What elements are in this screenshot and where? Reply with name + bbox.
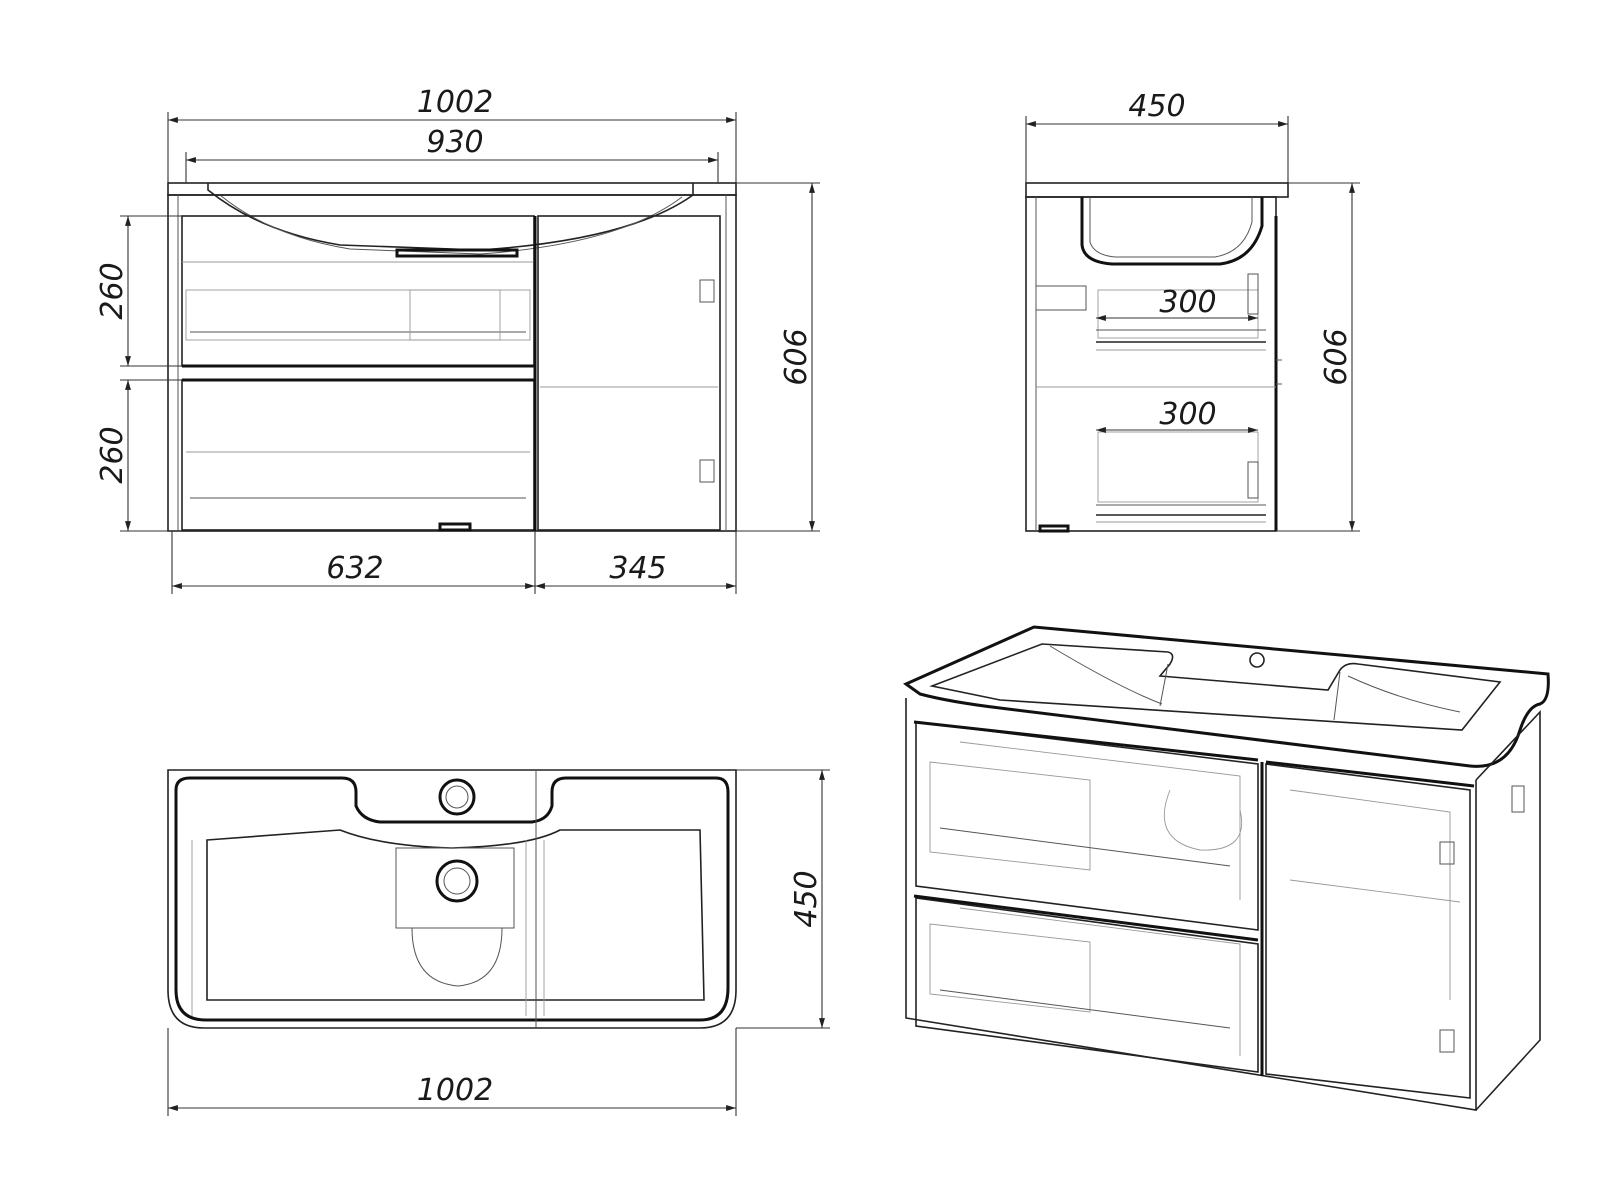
dim-upper-drawer-height: 260 [95, 262, 130, 319]
dim-drawer-section-width: 632 [326, 551, 383, 586]
dim-side-total-height: 606 [1319, 328, 1354, 385]
isometric-view [902, 625, 1550, 1111]
dim-total-height: 606 [779, 328, 814, 385]
side-view: 450 300 300 606 [1025, 89, 1360, 533]
dim-top-depth: 450 [789, 870, 824, 927]
dim-lower-drawer-height: 260 [95, 426, 130, 483]
dim-depth: 450 [1128, 89, 1185, 124]
dim-inner-width: 930 [426, 125, 483, 160]
dim-door-section-width: 345 [609, 551, 666, 586]
dim-top-overall-width: 1002 [417, 1073, 493, 1108]
dim-upper-drawer-depth: 300 [1159, 285, 1216, 320]
dim-overall-width: 1002 [417, 85, 493, 120]
front-view: 1002 930 260 260 606 632 345 [95, 85, 820, 594]
top-view: 450 1002 [167, 769, 830, 1116]
dim-lower-drawer-depth: 300 [1159, 397, 1216, 432]
